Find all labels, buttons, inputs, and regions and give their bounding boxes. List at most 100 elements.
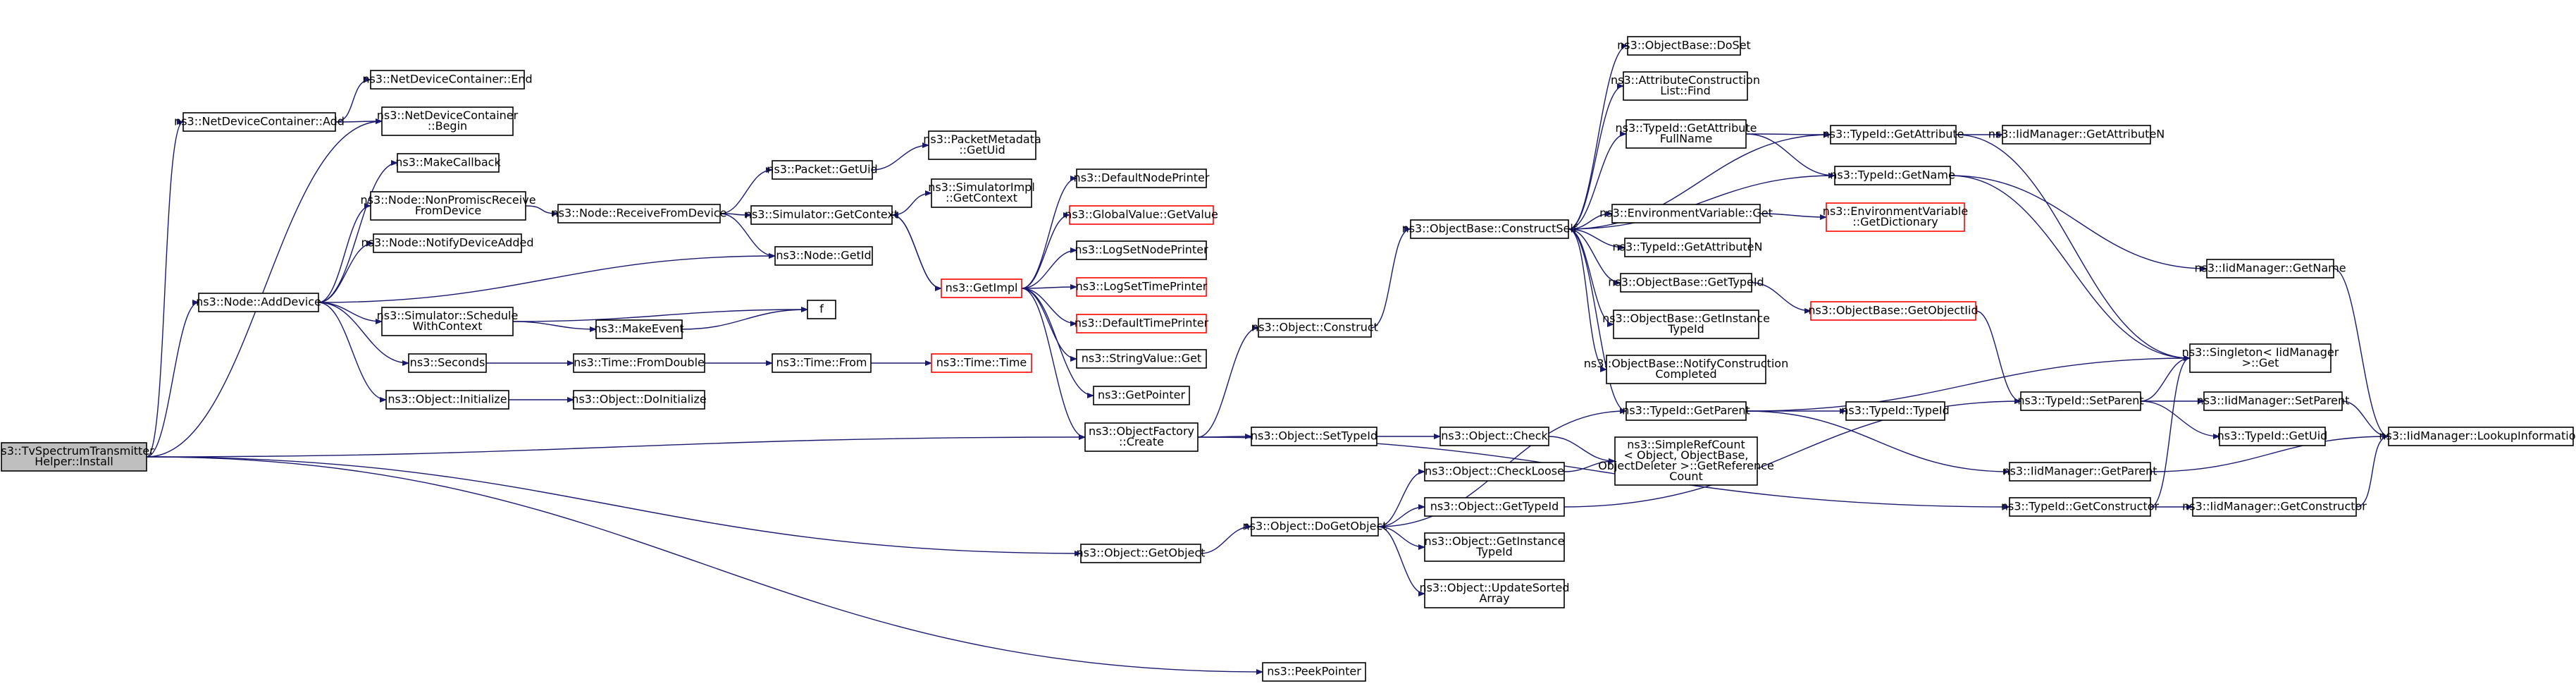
function-node-n67[interactable]: ns3::IidManager::LookupInformation xyxy=(2379,427,2576,446)
function-node-n21[interactable]: ns3::GetImpl xyxy=(941,278,1022,298)
function-node-n23[interactable]: ns3::Time::Time xyxy=(931,353,1032,373)
function-node-box[interactable] xyxy=(1410,219,1569,239)
function-node-box[interactable] xyxy=(2009,497,2151,517)
function-node-box[interactable] xyxy=(1613,310,1759,339)
function-node-box[interactable] xyxy=(1845,401,1945,421)
function-node-box[interactable] xyxy=(931,178,1032,208)
function-node-box[interactable] xyxy=(772,353,872,373)
function-node-box[interactable] xyxy=(1076,314,1207,333)
function-node-box[interactable] xyxy=(1424,497,1565,517)
function-node-box[interactable] xyxy=(397,153,500,173)
function-node-n59[interactable]: ns3::IidManager::GetName xyxy=(2194,259,2346,278)
function-node-n28[interactable]: ns3::DefaultTimePrinter xyxy=(1075,314,1209,333)
function-node-n33[interactable]: ns3::Object::SetTypeId xyxy=(1251,427,1377,446)
function-node-n53[interactable]: ns3::TypeId::GetAttribute xyxy=(1822,125,1964,145)
function-node-n34[interactable]: ns3::Object::GetObject xyxy=(1077,544,1206,563)
function-node-box[interactable] xyxy=(385,390,509,410)
function-node-n25[interactable]: ns3::GlobalValue::GetValue xyxy=(1065,205,1218,225)
function-node-n3[interactable]: ns3::NetDeviceContainer::Begin xyxy=(377,106,519,136)
function-node-n13[interactable]: f xyxy=(807,300,836,319)
function-node-box[interactable] xyxy=(1810,301,1976,321)
function-node-n38[interactable]: ns3::ObjectBase::DoSet xyxy=(1617,36,1751,56)
function-node-box[interactable] xyxy=(1623,71,1748,101)
function-node-n42[interactable]: ns3::EnvironmentVariable::Get xyxy=(1599,204,1773,223)
function-node-box[interactable] xyxy=(381,307,514,336)
function-node-box[interactable] xyxy=(557,204,721,223)
function-node-n26[interactable]: ns3::LogSetNodePrinter xyxy=(1075,240,1208,260)
function-node-box[interactable] xyxy=(573,390,705,410)
function-node-box[interactable] xyxy=(1424,579,1565,608)
function-node-n44[interactable]: ns3::ObjectBase::GetTypeId xyxy=(1608,273,1764,293)
function-node-n60[interactable]: ns3::Singleton< IidManager >::Get xyxy=(2182,343,2339,373)
function-node-box[interactable] xyxy=(772,160,873,180)
function-node-box[interactable] xyxy=(1611,204,1761,223)
function-node-box[interactable] xyxy=(1076,240,1207,260)
function-node-n0[interactable]: ns3::TvSpectrumTransmitterHelper::Instal… xyxy=(0,442,154,472)
function-node-box[interactable] xyxy=(408,353,487,373)
function-node-n63[interactable]: ns3::TypeId::GetConstructor xyxy=(2001,497,2160,517)
function-node-n9[interactable]: ns3::Seconds xyxy=(408,353,487,373)
function-node-n54[interactable]: ns3::IidManager::GetAttributeN xyxy=(1988,125,2165,145)
function-node-n27[interactable]: ns3::LogSetTimePrinter xyxy=(1076,277,1208,297)
function-node-box[interactable] xyxy=(1620,273,1752,293)
function-node-box[interactable] xyxy=(1084,422,1199,452)
function-node-n19[interactable]: ns3::PacketMetadata::GetUid xyxy=(923,130,1041,160)
function-node-box[interactable] xyxy=(1076,277,1207,297)
function-node-box[interactable] xyxy=(2388,427,2574,446)
function-node-box[interactable] xyxy=(1080,544,1201,563)
function-node-box[interactable] xyxy=(1826,202,1965,232)
function-node-n4[interactable]: ns3::Node::AddDevice xyxy=(196,293,321,312)
function-node-n1[interactable]: ns3::NetDeviceContainer::Add xyxy=(174,112,345,132)
function-node-box[interactable] xyxy=(1834,166,1951,185)
function-node-box[interactable] xyxy=(1424,532,1565,562)
function-node-box[interactable] xyxy=(198,293,319,312)
function-node-n29[interactable]: ns3::StringValue::Get xyxy=(1076,349,1207,369)
function-node-box[interactable] xyxy=(2192,497,2357,517)
function-node-n61[interactable]: ns3::TypeId::SetParent xyxy=(2017,391,2144,411)
function-node-n50[interactable]: ns3::Object::GetTypeId xyxy=(1424,497,1565,517)
function-node-n47[interactable]: ns3::TypeId::GetParent xyxy=(1622,401,1750,421)
function-node-box[interactable] xyxy=(182,112,336,132)
function-node-box[interactable] xyxy=(2189,343,2332,373)
function-node-n41[interactable]: ns3::TypeId::GetName xyxy=(1830,166,1955,185)
function-node-n16[interactable]: ns3::Object::DoInitialize xyxy=(571,390,707,410)
function-node-box[interactable] xyxy=(928,130,1036,160)
function-node-box[interactable] xyxy=(1069,205,1214,225)
function-node-n17[interactable]: ns3::Packet::GetUid xyxy=(767,160,878,180)
function-node-box[interactable] xyxy=(1258,318,1372,338)
function-node-box[interactable] xyxy=(1626,401,1747,421)
function-node-n66[interactable]: ns3::IidManager::GetConstructor xyxy=(2182,497,2367,517)
function-node-n22[interactable]: ns3::Time::From xyxy=(772,353,872,373)
function-node-box[interactable] xyxy=(2219,427,2326,446)
function-node-n48[interactable]: ns3::Object::Check xyxy=(1439,427,1549,446)
function-node-box[interactable] xyxy=(1262,662,1366,682)
function-node-box[interactable] xyxy=(1093,386,1190,405)
function-node-n46[interactable]: ns3::ObjectBase::NotifyConstructionCompl… xyxy=(1584,355,1788,384)
function-node-box[interactable] xyxy=(573,353,705,373)
function-node-n14[interactable]: ns3::MakeEvent xyxy=(594,319,684,339)
function-node-box[interactable] xyxy=(373,233,522,253)
function-node-box[interactable] xyxy=(1624,238,1751,257)
function-node-n18[interactable]: ns3::Simulator::GetContext xyxy=(745,205,898,225)
function-node-box[interactable] xyxy=(774,246,873,266)
function-node-n31[interactable]: ns3::ObjectFactory::Create xyxy=(1084,422,1199,452)
function-node-box[interactable] xyxy=(1251,517,1379,537)
function-node-box[interactable] xyxy=(1439,427,1549,446)
function-node-box[interactable] xyxy=(2206,259,2334,278)
function-node-box[interactable] xyxy=(2002,125,2151,145)
function-node-box[interactable] xyxy=(1,442,147,472)
function-node-box[interactable] xyxy=(1627,36,1741,56)
function-node-n36[interactable]: ns3::PeekPointer xyxy=(1262,662,1366,682)
function-node-n7[interactable]: ns3::Node::NotifyDeviceAdded xyxy=(361,233,534,253)
function-node-box[interactable] xyxy=(941,278,1022,298)
function-node-n35[interactable]: ns3::Object::DoGetObject xyxy=(1242,517,1387,537)
function-node-box[interactable] xyxy=(2203,391,2343,411)
function-node-box[interactable] xyxy=(807,300,836,319)
function-node-n10[interactable]: ns3::Object::Initialize xyxy=(385,390,509,410)
function-node-box[interactable] xyxy=(381,106,514,136)
function-node-box[interactable] xyxy=(595,319,683,339)
function-node-n58[interactable]: ns3::SimpleRefCount< Object, ObjectBase,… xyxy=(1598,436,1774,486)
